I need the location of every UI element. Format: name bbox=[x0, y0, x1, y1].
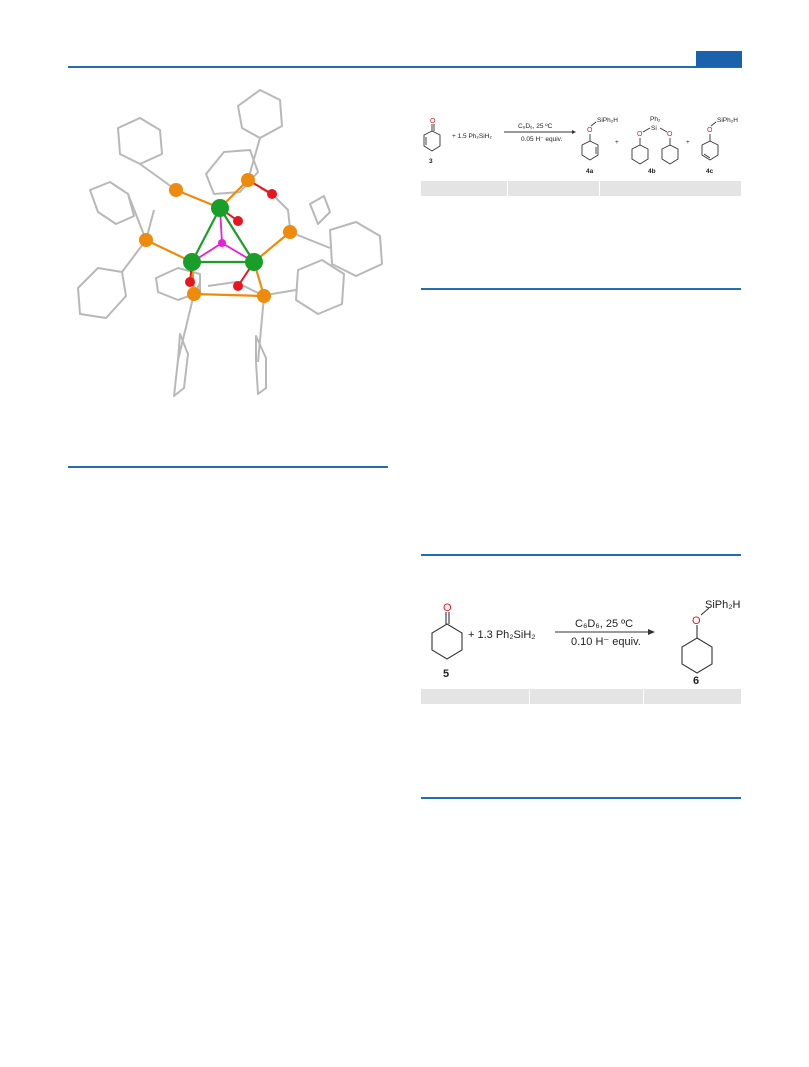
header-tab-marker bbox=[696, 51, 742, 67]
scheme1-4c-oxygen: O bbox=[707, 127, 713, 134]
scheme2-product-number: 6 bbox=[693, 675, 699, 686]
crystal-structure-figure bbox=[77, 89, 383, 397]
scheme1-4b-si: Si bbox=[651, 125, 657, 132]
scheme1-4a-group: SiPh₂H bbox=[597, 117, 618, 124]
scheme1-4a-number: 4a bbox=[586, 168, 594, 175]
left-column-rule bbox=[68, 466, 388, 468]
scheme2-substrate-number: 5 bbox=[443, 668, 449, 680]
scheme1-reagent: + 1.5 Ph₂SiH₂ bbox=[452, 133, 492, 140]
scheme1-4b-group: Ph₂ bbox=[650, 116, 661, 123]
scheme1-4b-oxygen-left: O bbox=[637, 131, 643, 138]
scheme2-product-group: SiPh₂H bbox=[705, 599, 741, 611]
scheme1-plus-1: + bbox=[615, 139, 619, 146]
scheme2-conditions-top: C₆D₆, 25 ºC bbox=[575, 618, 633, 630]
scheme1-conditions-bottom: 0.05 H⁻ equiv. bbox=[521, 136, 562, 143]
right-column-rule-2 bbox=[421, 554, 741, 556]
scheme-2-reaction: O O 5 + 1.3 Ph₂SiH₂ C₆D₆, 25 ºC 0.10 H⁻ … bbox=[431, 599, 741, 686]
table-2-header-row bbox=[421, 689, 741, 704]
scheme1-4a-oxygen: O bbox=[587, 127, 593, 134]
right-column-rule-3 bbox=[421, 797, 741, 799]
right-column-rule-1 bbox=[421, 288, 741, 290]
scheme1-4c-group: SiPh₂H bbox=[717, 117, 738, 124]
scheme1-conditions-top: C₆D₆, 25 ºC bbox=[518, 123, 553, 130]
header-rule bbox=[68, 66, 742, 68]
scheme1-4c-number: 4c bbox=[706, 168, 714, 175]
scheme1-substrate-number: 3 bbox=[429, 158, 433, 165]
scheme1-substrate-oxygen: O bbox=[430, 118, 436, 125]
scheme2-substrate-oxygen: O bbox=[443, 602, 452, 614]
scheme-1-reaction: O O O O O 3 + 1.5 Ph₂SiH₂ C₆D₆, 25 ºC 0.… bbox=[423, 116, 738, 175]
scheme2-conditions-bottom: 0.10 H⁻ equiv. bbox=[571, 636, 641, 648]
table-1-header-row bbox=[421, 181, 741, 196]
scheme1-4b-number: 4b bbox=[648, 168, 656, 175]
scheme2-product-oxygen: O bbox=[692, 615, 701, 627]
scheme2-reagent: + 1.3 Ph₂SiH₂ bbox=[468, 629, 536, 641]
scheme1-4b-oxygen-right: O bbox=[667, 131, 673, 138]
scheme1-plus-2: + bbox=[686, 139, 690, 146]
